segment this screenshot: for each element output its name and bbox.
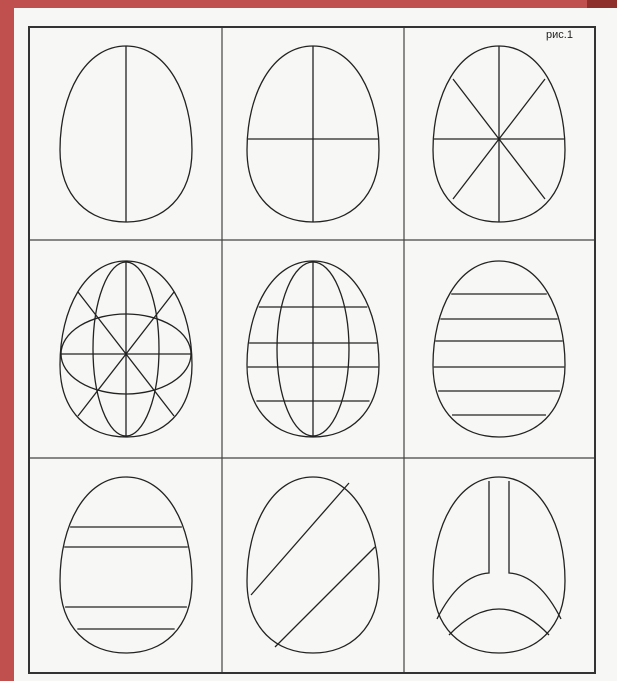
- y-band-right-edge: [509, 481, 561, 619]
- band-edge: [275, 547, 375, 647]
- egg-rays-with-ellipses: [60, 261, 192, 437]
- egg-horizontal-stripes: [433, 261, 565, 437]
- y-band-lower-edge: [449, 609, 549, 635]
- egg-layer: [60, 46, 565, 653]
- egg-two-horizontal-bands: [60, 477, 192, 653]
- band-edge: [251, 483, 349, 595]
- egg-y-shaped-band: [433, 477, 565, 653]
- egg-meridians-and-horizontals: [247, 261, 379, 437]
- egg-outline: [433, 477, 565, 653]
- egg-outline: [433, 261, 565, 437]
- y-band-left-edge: [437, 481, 489, 619]
- egg-vertical-line: [60, 46, 192, 222]
- egg-cross: [247, 46, 379, 222]
- egg-outline: [60, 477, 192, 653]
- egg-diagonal-band: [247, 477, 379, 653]
- egg-outline: [247, 477, 379, 653]
- egg-eight-rays: [433, 46, 565, 222]
